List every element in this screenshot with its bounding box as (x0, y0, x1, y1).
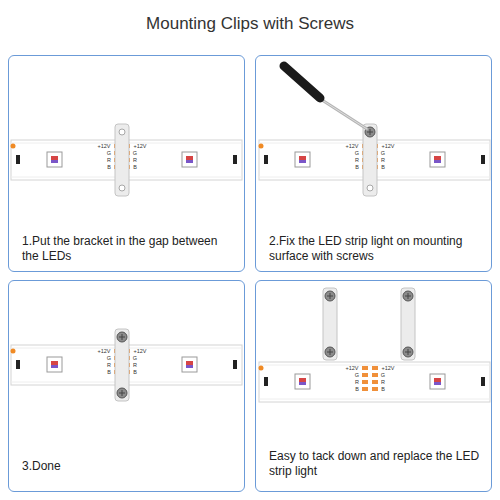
step-caption: 1.Put the bracket in the gap between the… (22, 234, 234, 264)
step-panel: 1.Put the bracket in the gap between the… (8, 55, 245, 272)
pin-label: B (355, 386, 359, 392)
step-panel: 3.Done (8, 280, 245, 492)
pin-label: R (107, 157, 111, 163)
pin-label: +12V (98, 348, 111, 354)
pin-label: G (133, 150, 137, 156)
pin-label: B (133, 369, 137, 375)
pin-label: G (107, 355, 111, 361)
pin-label: G (355, 372, 359, 378)
step-caption: Easy to tack down and replace the LED st… (269, 449, 481, 479)
pin-label: G (133, 355, 137, 361)
pin-label: B (355, 164, 359, 170)
pin-label: +12V (134, 143, 147, 149)
pin-label: G (381, 150, 385, 156)
pin-label: R (381, 379, 385, 385)
pin-label: G (355, 150, 359, 156)
pin-label: B (381, 164, 385, 170)
pin-label: R (381, 157, 385, 163)
pin-label: G (107, 150, 111, 156)
pin-label: R (107, 362, 111, 368)
pin-label: G (381, 372, 385, 378)
pin-label: B (133, 164, 137, 170)
page-title: Mounting Clips with Screws (0, 14, 500, 34)
pin-label: R (355, 157, 359, 163)
step-panel: 2.Fix the LED strip light on mounting su… (255, 55, 492, 272)
step-panel: Easy to tack down and replace the LED st… (255, 280, 492, 492)
pin-label: +12V (382, 365, 395, 371)
pin-label: +12V (382, 143, 395, 149)
pin-label: B (107, 369, 111, 375)
step-caption: 3.Done (22, 459, 234, 474)
pin-label: B (107, 164, 111, 170)
pin-label: R (133, 157, 137, 163)
pin-label: R (355, 379, 359, 385)
pin-label: R (133, 362, 137, 368)
pin-label: +12V (134, 348, 147, 354)
pin-label: B (381, 386, 385, 392)
pin-label: +12V (98, 143, 111, 149)
step-caption: 2.Fix the LED strip light on mounting su… (269, 234, 481, 264)
pin-label: +12V (346, 365, 359, 371)
pin-label: +12V (346, 143, 359, 149)
